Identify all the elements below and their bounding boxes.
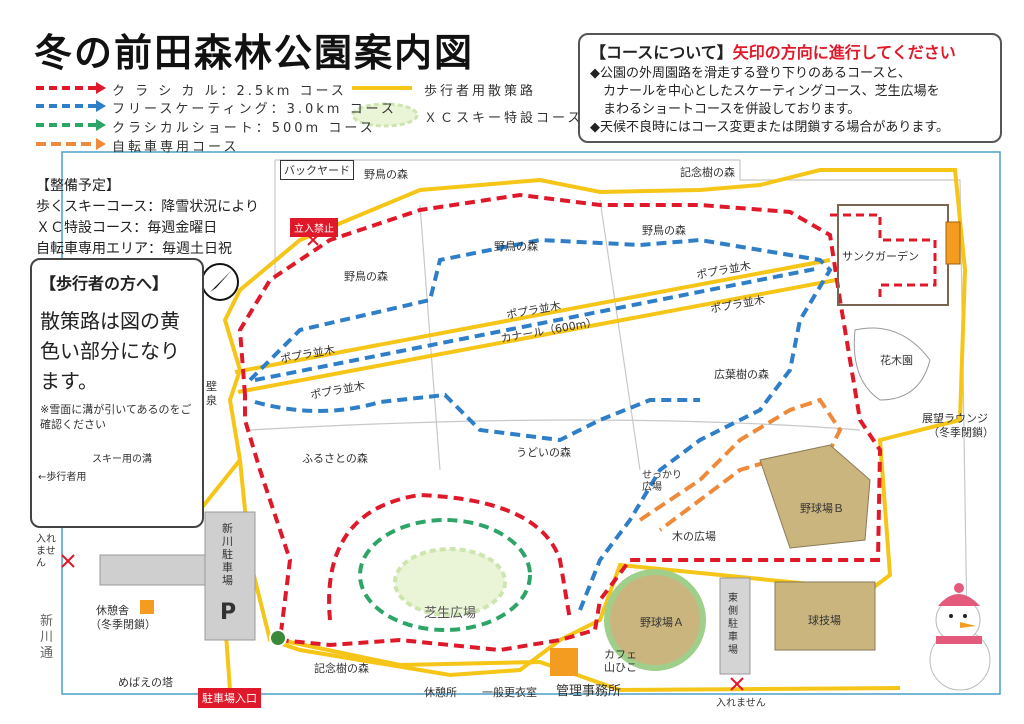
free-skating-canal [254,266,821,443]
plan-line: 自転車専用エリア：毎週土日祝 [36,241,232,257]
legend-free-skating: フリースケーティング：3.0km コース [112,102,397,117]
rest-house-icon [140,600,154,614]
maintenance-plan: 【整備予定】 歩くスキーコース：降雪状況により ＸＣ特設コース：毎週金曜日 自転… [36,176,259,260]
label-memorial-forest-bottom: 記念樹の森 [314,662,369,675]
snowman-illustration [929,583,991,691]
course-info-line: カナールを中心としたスケーティングコース、芝生広場を [590,84,940,99]
legend-walkway: 歩行者用散策路 [424,84,537,99]
observation-lounge-marker [945,221,961,265]
walker-use-label: ←歩行者用 [38,472,87,483]
label-flower-garden: 花木園 [880,354,913,367]
label-parking-p: P [220,600,237,625]
mebae-tower-icon [269,629,287,647]
legend-lines [36,82,419,150]
baseball-field-a [604,569,706,671]
label-no-entry-left: 入れません [36,534,56,569]
label-rest-house-note: （冬季閉鎖） [90,618,156,631]
park-road-network [249,159,969,691]
label-mebae-tower: めばえの塔 [118,676,173,689]
course-info-line: ◆天候不良時にはコース変更または閉鎖する場合があります。 [590,120,950,135]
label-cafe: カフェ山ひこ [604,648,637,674]
ballfield [774,581,876,651]
course-info-line: ◆公園の外周園路を滑走する登り下りのあるコースと、 [590,66,911,81]
groove-label: スキー用の溝 [92,454,152,465]
plan-heading: 【整備予定】 [36,178,120,194]
label-udoi-forest: うどいの森 [516,446,571,459]
free-skating-course [248,237,833,611]
label-no-entry-bottom: 入れません [716,698,766,709]
label-bird-forest-2: 野鳥の森 [494,240,538,253]
legend-bicycle: 自転車専用コース [112,140,240,155]
label-wall-fountain: 壁泉 [206,380,217,407]
classical-course-sunken [830,213,937,300]
label-tree-square: 木の広場 [672,530,716,543]
legend-classical-short: クラシカルショート：500m コース [112,121,376,136]
label-sunken-garden: サンクガーデン [842,250,919,263]
walkway-canal [234,258,837,394]
pedestrian-note: ※雪面に溝が引いてあるのをご確認ください [40,403,192,431]
shinkawa-parking [99,511,256,641]
label-backyard: バックヤード [280,160,354,180]
east-parking [719,577,751,675]
no-entry-cross-bottom [730,677,744,691]
label-east-parking: 東側駐車場 [728,593,738,656]
label-ballfield: 球技場 [808,614,841,627]
course-info-box: 【コースについて】矢印の方向に進行してください ◆公園の外周園路を滑走する登り下… [578,33,1002,143]
label-bird-forest-4: 野鳥の森 [344,270,388,283]
classical-short-course [358,518,532,632]
label-parking-entrance: 駐車場入口 [198,688,261,708]
flower-garden-area [853,327,931,401]
course-info-heading: 【コースについて】矢印の方向に進行してください [590,39,956,63]
plan-line: 歩くスキーコース：降雪状況により [36,199,260,215]
legend-classical: ク ラ シ カ ル：2.5km コース [112,84,347,99]
no-entry-cross-left [61,554,75,568]
label-baseball-a: 野球場Ａ [640,616,684,629]
label-rest-area: 休憩所 [424,686,457,699]
label-observation-lounge: 展望ラウンジ [922,412,988,425]
classical-course-lawn [327,492,572,621]
north-compass-icon [201,263,239,301]
legend-xc-course: ＸＣスキー特設コース [424,111,584,126]
label-shinkawa-parking: 新川駐車場 [222,522,233,587]
baseball-field-b [759,444,871,549]
pedestrian-body: 散策路は図の黄色い部分になります。 [40,309,180,393]
label-office: 管理事務所 [556,684,622,699]
label-lawn-square: 芝生広場 [424,606,477,621]
classical-course [237,192,883,653]
label-rest-house: 休憩舎 [96,604,129,617]
plan-line: ＸＣ特設コース：毎週金曜日 [36,220,218,236]
course-info-line: まわるショートコースを併設しております。 [590,102,861,117]
course-info-heading-red: 矢印の方向に進行してください [732,43,956,62]
pedestrian-notice: 【歩行者の方へ】 散策路は図の黄色い部分になります。 ※雪面に溝が引いてあるのを… [30,258,204,528]
label-memorial-forest-top: 記念樹の森 [680,166,735,179]
label-baseball-b: 野球場Ｂ [800,502,844,515]
label-shinkawa-street: 新川通 [40,614,54,661]
label-broadleaf-forest: 広葉樹の森 [714,368,769,381]
page-title: 冬の前田森林公園案内図 [34,31,475,75]
pedestrian-heading: 【歩行者の方へ】 [40,274,169,293]
course-info-heading-text: 【コースについて】 [590,43,733,62]
label-bird-forest-1: 野鳥の森 [364,168,408,181]
bicycle-course [638,397,843,532]
label-bird-forest-3: 野鳥の森 [642,224,686,237]
label-observation-lounge-note: （冬季閉鎖） [928,426,994,439]
label-cekkari-square: せっかり広場 [642,470,682,493]
label-locker-room: 一般更衣室 [482,686,537,699]
label-no-entry-top: 立入禁止 [290,218,338,237]
course-info-body: ◆公園の外周園路を滑走する登り下りのあるコースと、 カナールを中心としたスケーテ… [590,65,995,137]
label-furusato-forest: ふるさとの森 [302,452,368,465]
xc-special-course [393,547,507,617]
office-building [550,648,578,676]
